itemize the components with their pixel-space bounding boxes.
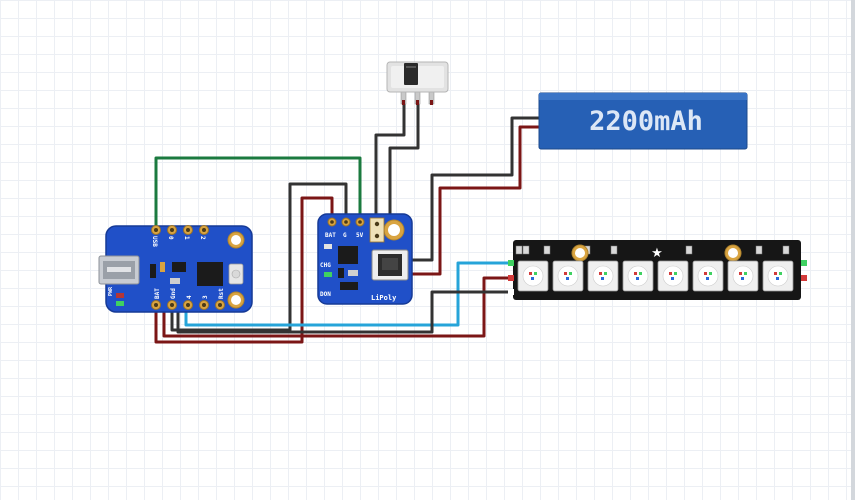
wire-blue-data[interactable] [184,261,514,327]
trinket-label-gnd: Gnd [170,288,177,299]
wire-black-gnd-charger[interactable] [170,182,348,332]
trinket-name-label: Trinket 5V [251,254,258,291]
battery-capacity-label: 2200mAh [589,106,703,137]
adafruit-star-icon: ★ [651,246,663,261]
switch-handle[interactable] [404,63,418,85]
neopixel-led [762,260,794,292]
trinket-label-rst: Rst [218,288,225,299]
charger-label-chg: CHG [320,262,331,269]
trinket-label-pwr: PWR [108,286,114,296]
trinket-label-1: 1 [183,236,190,240]
strip-out-gnd-pad [801,289,807,295]
trinket-board[interactable]: USB 0 1 2 BAT Gnd 4 3 Rst PWR Trinket 5V [98,225,258,313]
wire-red-bat-charger[interactable] [154,196,334,344]
strip-out-dout-pad [801,260,807,266]
neopixel-led [517,260,549,292]
neopixel-led [587,260,619,292]
trinket-label-2: 2 [199,236,206,240]
strip-in-5v-pad[interactable] [508,275,514,281]
wire-green-usb-5v[interactable] [154,156,362,230]
trinket-label-0: 0 [167,236,174,240]
charger-switch-header[interactable] [369,217,385,243]
trinket-label-usb: USB [151,236,158,247]
lipo-battery[interactable]: 2200mAh [538,92,748,150]
charger-don-led [324,272,332,277]
trinket-label-bat: BAT [154,288,161,299]
charger-chg-led [324,244,332,249]
trinket-bottom-pins [151,300,225,310]
strip-in-gnd-pad[interactable] [508,289,514,295]
neopixel-led [727,260,759,292]
neopixel-led [622,260,654,292]
wire-black-switch-middle[interactable] [388,100,420,228]
strip-in-din-pad[interactable] [508,260,514,266]
charger-label-bat: BAT [325,232,336,239]
neopixel-pixels [517,260,794,292]
slide-switch[interactable] [386,61,449,105]
trinket-label-3: 3 [202,295,209,299]
neopixel-led [552,260,584,292]
charger-label-5v: 5V [356,232,364,239]
wire-red-battery[interactable] [408,125,540,276]
trinket-top-pins [151,225,209,235]
wire-black-switch-left[interactable] [374,100,406,228]
canvas-scroll-edge [851,0,855,500]
neopixel-led [692,260,724,292]
wire-red-strip-power[interactable] [162,276,514,338]
trinket-label-4: 4 [186,295,193,299]
wire-black-strip-ground[interactable] [176,290,514,334]
neopixel-strip[interactable]: ★ [508,240,807,300]
wires [154,100,540,344]
charger-name-label: LiPoly [371,294,397,302]
charger-label-don: DON [320,291,331,298]
wire-black-battery[interactable] [408,116,540,262]
strip-out-5v-pad [801,275,807,281]
charger-ic [338,246,358,264]
charger-label-g: G [343,232,347,239]
neopixel-led [657,260,689,292]
trinket-pwr-led [116,301,124,306]
trinket-microcontroller [197,262,223,286]
lipoly-charger-board[interactable]: BAT G 5V CHG DON LiPoly [317,213,413,305]
